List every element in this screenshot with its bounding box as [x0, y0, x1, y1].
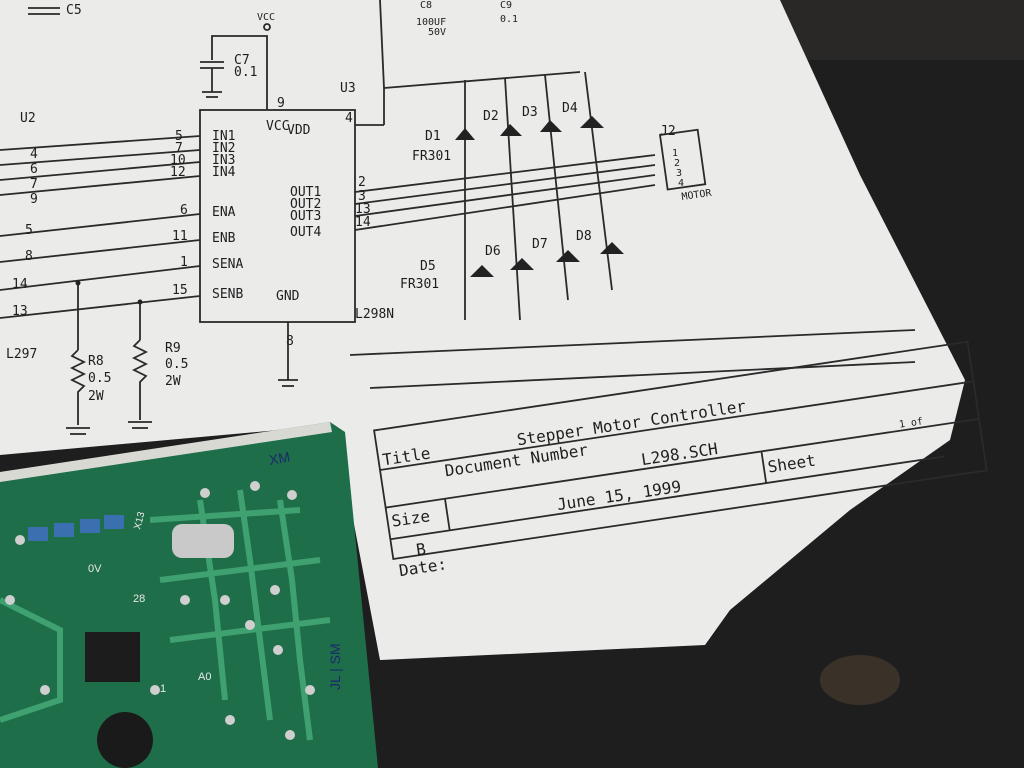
smd-resistor — [28, 527, 48, 541]
u2-pin-4: 4 — [30, 147, 38, 162]
pin-senb: SENB — [212, 287, 243, 302]
label-d7: D7 — [532, 237, 548, 252]
pin-6: 6 — [180, 203, 188, 218]
capacitor — [97, 712, 153, 768]
j2-pin-3: 3 — [676, 168, 682, 179]
pin-5: 5 — [175, 129, 183, 144]
type-d1: FR301 — [412, 149, 451, 164]
power-r9: 2W — [165, 374, 181, 389]
out-pin-14: 14 — [355, 215, 371, 230]
value-r8: 0.5 — [88, 371, 111, 386]
j2-pin-1: 1 — [672, 148, 678, 159]
value-c7: 0.1 — [234, 65, 257, 80]
pin-vdd: VDD — [287, 123, 311, 138]
schematic-drawing: C5 VCC C7 0.1 C8 100UF 50V C9 0.1 U3 U2 … — [0, 0, 916, 435]
pin-out3: OUT3 — [290, 209, 321, 224]
pin-1: 1 — [180, 255, 188, 270]
value-c9: 0.1 — [500, 14, 518, 25]
silk-1: 1 — [160, 683, 166, 695]
label-u3: U3 — [340, 81, 356, 96]
pin-sena: SENA — [212, 257, 243, 272]
label-c8: C8 — [420, 0, 432, 11]
voltage-c8: 50V — [428, 27, 446, 38]
pin-vcc: VCC — [266, 119, 289, 134]
label-d8: D8 — [576, 229, 592, 244]
silk-x13: X13 — [132, 510, 147, 530]
label-u2: U2 — [20, 111, 36, 126]
pin-enb: ENB — [212, 231, 236, 246]
out-pin-3: 3 — [358, 189, 366, 204]
smd-resistor — [80, 519, 100, 533]
pin-gnd: GND — [276, 289, 300, 304]
label-vcc: VCC — [257, 12, 275, 23]
j2-pin-4: 4 — [678, 178, 684, 189]
surface-stain — [820, 655, 900, 705]
label-c5: C5 — [66, 3, 82, 18]
label-r9: R9 — [165, 341, 181, 356]
pcb-marking-side: JL | SM — [327, 643, 343, 690]
pin-vdd-number: 4 — [345, 111, 353, 126]
j2-pin-2: 2 — [674, 158, 680, 169]
pin-gnd-number: 8 — [286, 334, 294, 349]
j2-connector — [658, 128, 707, 191]
silk-0v: 0V — [88, 563, 102, 575]
pin-vcc-number: 9 — [277, 96, 285, 111]
out-pin-13: 13 — [355, 202, 371, 217]
value-r9: 0.5 — [165, 357, 188, 372]
smd-resistor — [104, 515, 124, 529]
u2-pin-7: 7 — [30, 177, 38, 192]
silk-28: 28 — [133, 593, 145, 605]
out-pin-2: 2 — [358, 175, 366, 190]
u2-pin-6: 6 — [30, 162, 38, 177]
pin-7: 7 — [175, 141, 183, 156]
smd-resistor — [54, 523, 74, 537]
pin-ena: ENA — [212, 205, 236, 220]
u2-pin-13: 13 — [12, 304, 28, 319]
pcb-marking-top: XM — [268, 449, 291, 468]
label-c9: C9 — [500, 0, 512, 11]
pin-10: 10 — [170, 153, 186, 168]
label-motor: MOTOR — [681, 188, 713, 203]
label-d5: D5 — [420, 259, 436, 274]
label-d1: D1 — [425, 129, 441, 144]
pin-out1: OUT1 — [290, 185, 321, 200]
label-c7: C7 — [234, 53, 250, 68]
diode-array — [455, 71, 624, 321]
power-r8: 2W — [88, 389, 104, 404]
label-l298n: L298N — [355, 307, 394, 322]
label-d4: D4 — [562, 101, 578, 116]
label-j2: J2 — [660, 124, 676, 139]
pin-in3: IN3 — [212, 153, 235, 168]
label-d6: D6 — [485, 244, 501, 259]
label-l297: L297 — [6, 347, 37, 362]
schematic-paper — [0, 0, 965, 660]
ic-chip — [85, 632, 140, 682]
pin-12: 12 — [170, 165, 186, 180]
silk-a0: A0 — [198, 671, 211, 683]
pin-in2: IN2 — [212, 141, 235, 156]
sheet-value: 1 of — [898, 416, 923, 430]
label-d2: D2 — [483, 109, 499, 124]
background-surface — [780, 0, 1024, 60]
value-c8: 100UF — [416, 17, 446, 28]
size-value: B — [415, 539, 427, 559]
label-r8: R8 — [88, 354, 104, 369]
pin-in1: IN1 — [212, 129, 235, 144]
pin-out2: OUT2 — [290, 197, 321, 212]
pin-11: 11 — [172, 229, 188, 244]
inductor-coil — [172, 524, 234, 558]
u2-pin-8: 8 — [25, 249, 33, 264]
pin-out4: OUT4 — [290, 225, 321, 240]
circuit-board: XM JL | SM X13 28 0V A0 1 — [0, 422, 378, 768]
pin-in4: IN4 — [212, 165, 236, 180]
label-d3: D3 — [522, 105, 538, 120]
pin-15: 15 — [172, 283, 188, 298]
u2-pin-5: 5 — [25, 223, 33, 238]
u2-pin-9: 9 — [30, 192, 38, 207]
u2-pin-14: 14 — [12, 277, 28, 292]
type-d5: FR301 — [400, 277, 439, 292]
